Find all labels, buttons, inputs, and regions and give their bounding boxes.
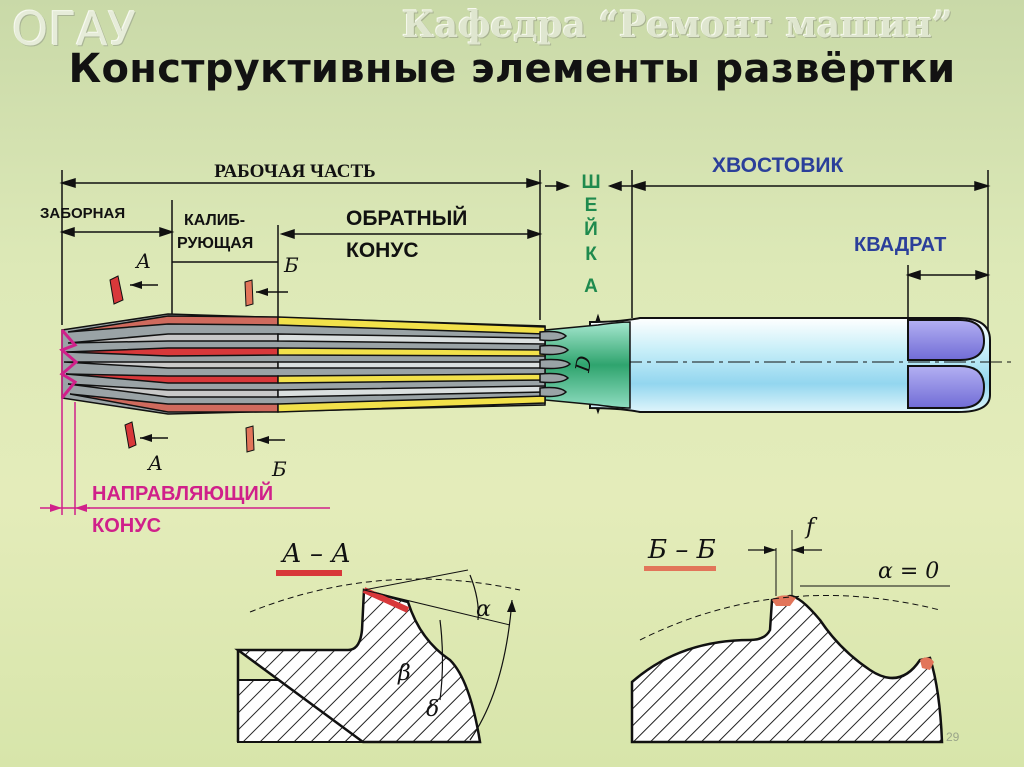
shank-label: ХВОСТОВИК (712, 154, 844, 177)
delta-label: δ (426, 697, 439, 722)
section-aa-view: А – А α β δ (234, 539, 521, 744)
alpha-label: α (476, 597, 491, 622)
guide-cone-label-line2: КОНУС (92, 515, 161, 537)
organization-watermark: ОГАУ (12, 2, 136, 56)
guide-cone-label-line1: НАПРАВЛЯЮЩИЙ (92, 481, 273, 505)
slide-header: ОГАУ Кафедра “Ремонт машин” (0, 0, 1024, 56)
neck-letter: Й (584, 218, 598, 240)
calib-label-line1: КАЛИБ- (184, 212, 245, 229)
section-a-upper: А (134, 249, 151, 273)
beta-label: β (397, 661, 411, 686)
back-cone-label-line2: КОНУС (346, 239, 419, 262)
neck (544, 321, 631, 409)
slide-title: Конструктивные элементы развёртки (68, 46, 956, 92)
section-a-lower: А (146, 451, 163, 475)
f-label: f (804, 515, 818, 540)
neck-letter: К (585, 244, 597, 265)
diameter-label: D (570, 354, 597, 375)
shank (589, 317, 1012, 413)
back-cone-label-line1: ОБРАТНЫЙ (346, 206, 467, 230)
section-bb-view: Б – Б f α = 0 (630, 515, 950, 744)
neck-label: Ш Е Й К А (581, 172, 600, 297)
flute-ends (539, 330, 572, 398)
working-part-label: РАБОЧАЯ ЧАСТЬ (214, 161, 375, 182)
reamer-teeth (61, 313, 546, 415)
intake-label: ЗАБОРНАЯ (40, 205, 125, 222)
guide-cone (40, 329, 330, 515)
alpha-zero-label: α = 0 (878, 559, 939, 584)
calib-label-line2: РУЮЩАЯ (177, 235, 253, 252)
neck-letter: Е (585, 195, 598, 216)
section-bb-title: Б – Б (647, 535, 716, 565)
section-markers (109, 275, 288, 453)
department-watermark: Кафедра “Ремонт машин” (402, 4, 953, 46)
square-shank-end (907, 319, 986, 409)
section-b-upper: Б (283, 253, 299, 277)
square-label: КВАДРАТ (854, 234, 946, 256)
page-number: 29 (946, 730, 960, 744)
neck-letter: А (584, 276, 598, 297)
section-aa-title: А – А (280, 539, 351, 569)
neck-letter: Ш (581, 172, 600, 193)
section-b-lower: Б (271, 457, 287, 481)
